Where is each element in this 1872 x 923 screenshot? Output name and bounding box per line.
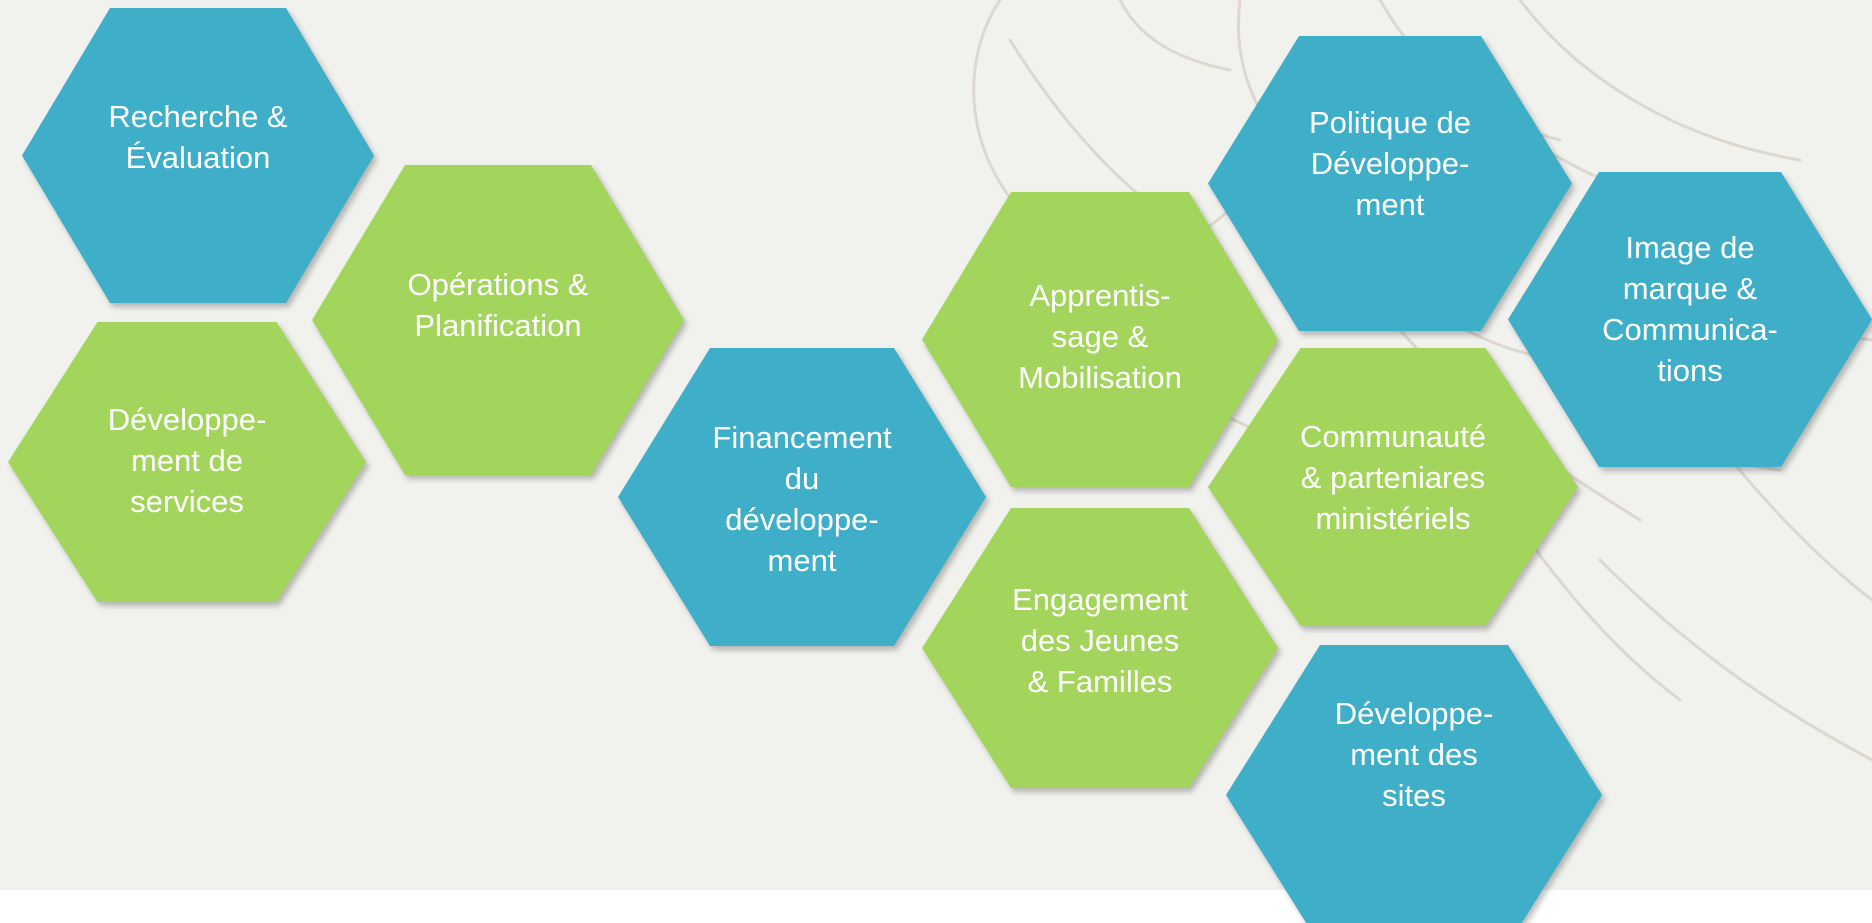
hexagon-shape — [922, 192, 1278, 487]
hexagon-shape — [922, 508, 1278, 788]
hexagon-label: Développe- ment des sites — [1334, 695, 1494, 813]
hexagon-label: Image de marque & Communica- tions — [1602, 229, 1778, 388]
hexagon-shape — [1208, 348, 1578, 626]
hexagon-label: Développe- ment de services — [107, 401, 267, 519]
hexagon-label: Financement du développe- ment — [712, 420, 892, 578]
hexagon-image-marque-communications: Image de marque & Communica- tions — [1508, 172, 1872, 467]
hexagon-recherche-evaluation: Recherche & Évaluation — [22, 8, 374, 303]
hexagon-shape — [22, 8, 374, 303]
hexagon-shape — [312, 165, 684, 475]
hexagon-label: Recherche & Évaluation — [108, 98, 288, 175]
hexagon-engagement-jeunes-familles: Engagement des Jeunes & Familles — [922, 508, 1278, 788]
hexagon-shape — [8, 322, 366, 602]
hexagon-shape — [618, 348, 986, 646]
hexagon-label: Apprentis- sage & Mobilisation — [1018, 278, 1182, 395]
hexagon-developpement-services: Développe- ment de services — [8, 322, 366, 602]
hexagon-operations-planification: Opérations & Planification — [312, 165, 684, 475]
hexagon-label: Politique de Développe- ment — [1308, 104, 1471, 222]
hexagon-shape — [1508, 172, 1872, 467]
hexagon-apprentissage-mobilisation: Apprentis- sage & Mobilisation — [922, 192, 1278, 487]
hexagon-politique-developpement: Politique de Développe- ment — [1208, 36, 1572, 331]
hexagon-developpement-sites: Développe- ment des sites — [1226, 645, 1602, 923]
hexagon-label: Communauté & parteniares ministériels — [1299, 418, 1487, 536]
hexagon-label: Opérations & Planification — [407, 267, 589, 343]
hexagon-label: Engagement des Jeunes & Familles — [1012, 581, 1188, 699]
hexagon-shape — [1226, 645, 1602, 923]
hexagon-communaute-partenaires: Communauté & parteniares ministériels — [1208, 348, 1578, 626]
hexagon-shape — [1208, 36, 1572, 331]
hexagon-financement-developpement: Financement du développe- ment — [618, 348, 986, 646]
